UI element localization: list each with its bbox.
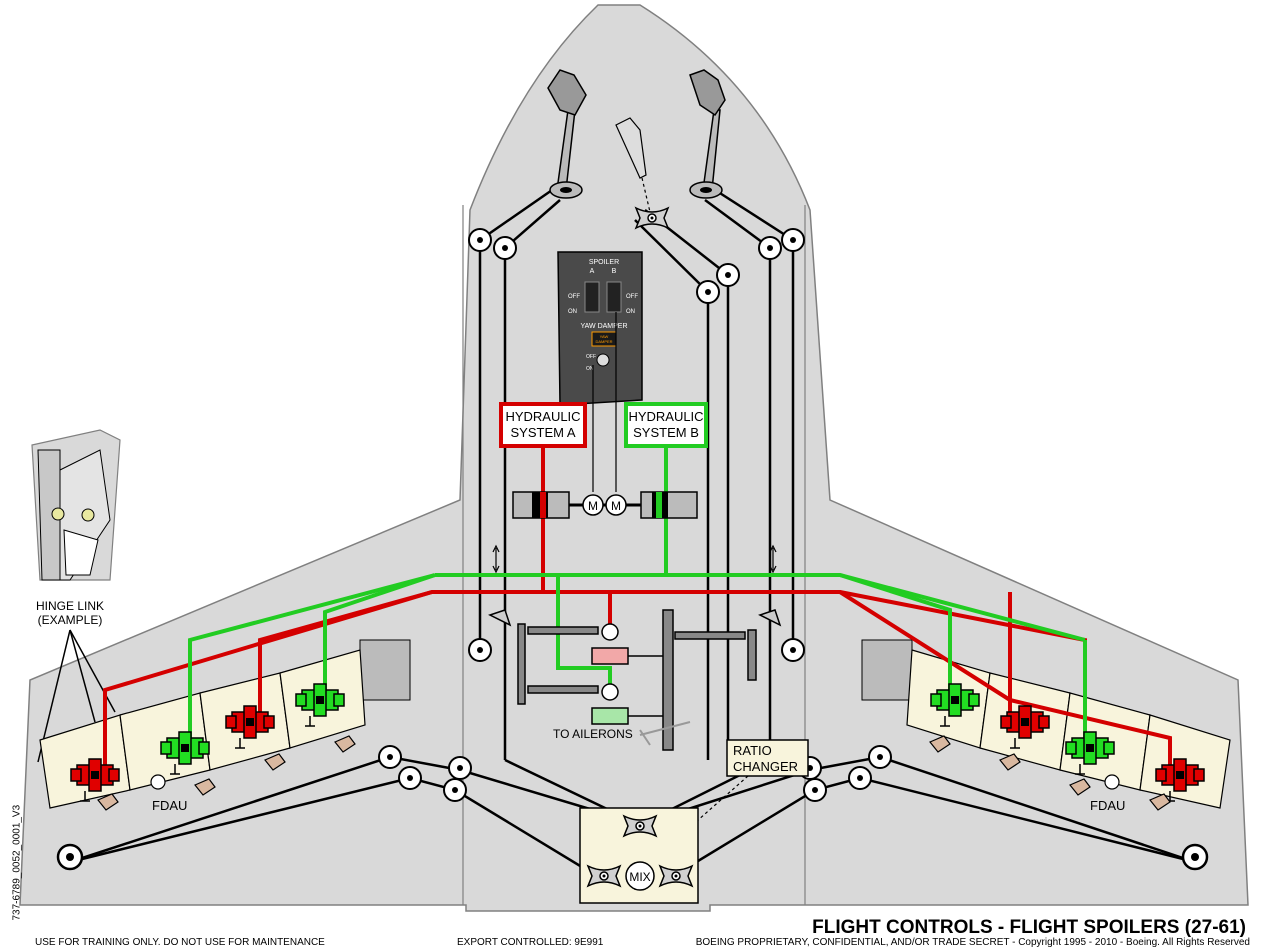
motor-a-label: M bbox=[588, 499, 598, 513]
ratio-changer-box bbox=[726, 739, 809, 777]
hydraulic-system-a-box bbox=[499, 402, 587, 448]
control-cables bbox=[69, 186, 1196, 880]
document-id: 737-6789_0052_0001_V3 bbox=[11, 804, 23, 921]
hyd-a-label-1: HYDRAULIC bbox=[505, 409, 580, 424]
hydraulic-lines-b bbox=[188, 446, 1087, 740]
footer-left: USE FOR TRAINING ONLY. DO NOT USE FOR MA… bbox=[35, 937, 325, 948]
panel-spoiler-label: SPOILER bbox=[589, 259, 619, 266]
hinge-link-label: HINGE LINK bbox=[36, 599, 104, 613]
motion-arrows bbox=[492, 544, 777, 574]
footer-center: EXPORT CONTROLLED: 9E991 bbox=[457, 937, 604, 948]
panel-yaw-on: ON bbox=[586, 366, 594, 372]
fdau-right-label: FDAU bbox=[1090, 798, 1125, 813]
panel-yaw-damper-label: YAW DAMPER bbox=[580, 323, 627, 330]
panel-on-a: ON bbox=[568, 309, 577, 315]
panel-yaw-light-1: YAW bbox=[600, 334, 609, 339]
mix-circle bbox=[625, 861, 655, 891]
fdau-left-sensor bbox=[150, 774, 166, 790]
ratio-changer-label-1: RATIO bbox=[733, 743, 772, 758]
panel-yaw-light-2: DAMPER bbox=[595, 339, 612, 344]
hyd-b-label-2: SYSTEM B bbox=[633, 425, 699, 440]
left-control-column bbox=[547, 69, 587, 199]
fdau-left-label: FDAU bbox=[152, 798, 187, 813]
right-control-column bbox=[689, 69, 726, 199]
ratio-changer-label-2: CHANGER bbox=[733, 759, 798, 774]
yaw-actuators bbox=[512, 312, 698, 519]
to-ailerons-label: TO AILERONS bbox=[553, 727, 633, 741]
speed-brake-lever bbox=[615, 117, 651, 213]
footer-right: BOEING PROPRIETARY, CONFIDENTIAL, AND/OR… bbox=[695, 937, 1250, 948]
hydraulic-system-b-box bbox=[624, 402, 708, 448]
panel-a-label: A bbox=[590, 268, 595, 275]
panel-yaw-off: OFF bbox=[586, 354, 596, 360]
panel-off-a: OFF bbox=[568, 294, 580, 300]
hyd-b-label-1: HYDRAULIC bbox=[628, 409, 703, 424]
pulleys bbox=[56, 228, 1209, 871]
mix-label: MIX bbox=[629, 870, 650, 884]
hinge-link-example-label: (EXAMPLE) bbox=[38, 613, 103, 627]
hinge-link-example bbox=[31, 429, 121, 581]
spoiler-mixer-mechanism bbox=[488, 609, 782, 751]
fdau-right-sensor bbox=[1104, 774, 1120, 790]
spoiler-control-panel bbox=[557, 251, 643, 406]
motor-b-label: M bbox=[611, 499, 621, 513]
panel-off-b: OFF bbox=[626, 294, 638, 300]
hyd-a-label-2: SYSTEM A bbox=[510, 425, 575, 440]
page-title: FLIGHT CONTROLS - FLIGHT SPOILERS (27-61… bbox=[812, 917, 1246, 938]
panel-on-b: ON bbox=[626, 309, 635, 315]
panel-b-label: B bbox=[612, 268, 617, 275]
